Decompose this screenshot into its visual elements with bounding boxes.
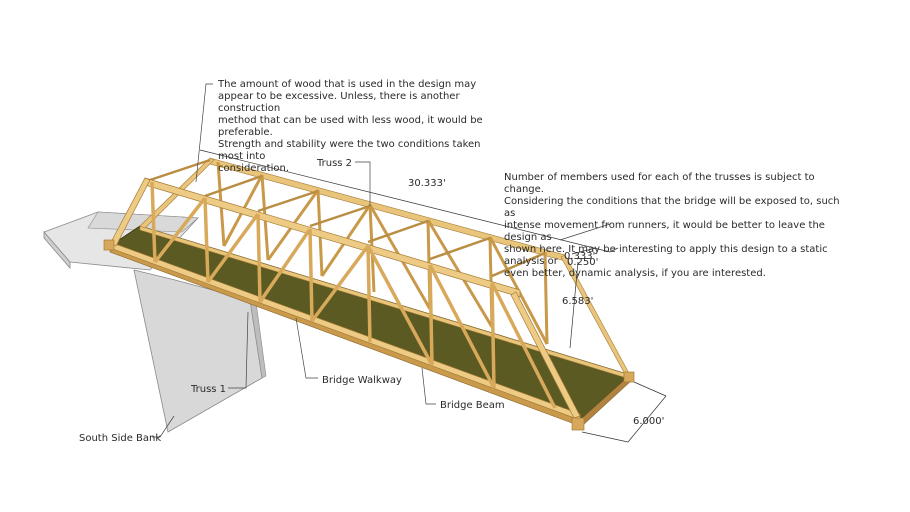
bank-slab-top-right (87, 211, 199, 233)
members-note-leader (559, 223, 611, 241)
bank-leader (152, 415, 175, 438)
bank-slab-front (43, 230, 71, 270)
truss-2-label: Truss 2 (316, 158, 352, 169)
member-dimension-a-label: 0.333' (564, 251, 595, 262)
south-side-bank (43, 211, 267, 433)
walkway-leader (295, 317, 318, 379)
height-dimension-line (569, 261, 579, 349)
truss2-leader (355, 161, 371, 206)
member-dimension-b-label: 0.250' (567, 257, 598, 268)
dimension-lines (199, 149, 667, 443)
width-dimension-label: 6.000' (633, 416, 664, 427)
wood-note-leader (195, 83, 213, 183)
truss-members-note: Number of members used for each of the t… (504, 172, 840, 279)
truss-1-foot-left (103, 239, 115, 251)
truss-2 (139, 157, 631, 380)
truss-1 (103, 177, 635, 431)
truss1-leader (228, 311, 249, 389)
truss-1-web (150, 181, 557, 409)
length-dimension-label: 30.333' (408, 178, 446, 189)
leader-lines (152, 83, 611, 438)
bridge-beam-label: Bridge Beam (440, 400, 505, 411)
south-side-bank-label: South Side Bank (79, 433, 161, 444)
bridge-cross-beams (149, 158, 546, 278)
truss-1-label: Truss 1 (190, 384, 226, 395)
height-dimension-label: 6.583' (562, 296, 593, 307)
width-dimension-line (581, 431, 629, 443)
beam-leader (421, 367, 436, 405)
bridge-walkway-label: Bridge Walkway (322, 375, 402, 386)
truss-1-foot-right (571, 417, 585, 431)
truss-2-foot-right (623, 371, 635, 383)
length-dimension-line (199, 149, 611, 253)
wood-usage-note: The amount of wood that is used in the d… (218, 79, 483, 174)
